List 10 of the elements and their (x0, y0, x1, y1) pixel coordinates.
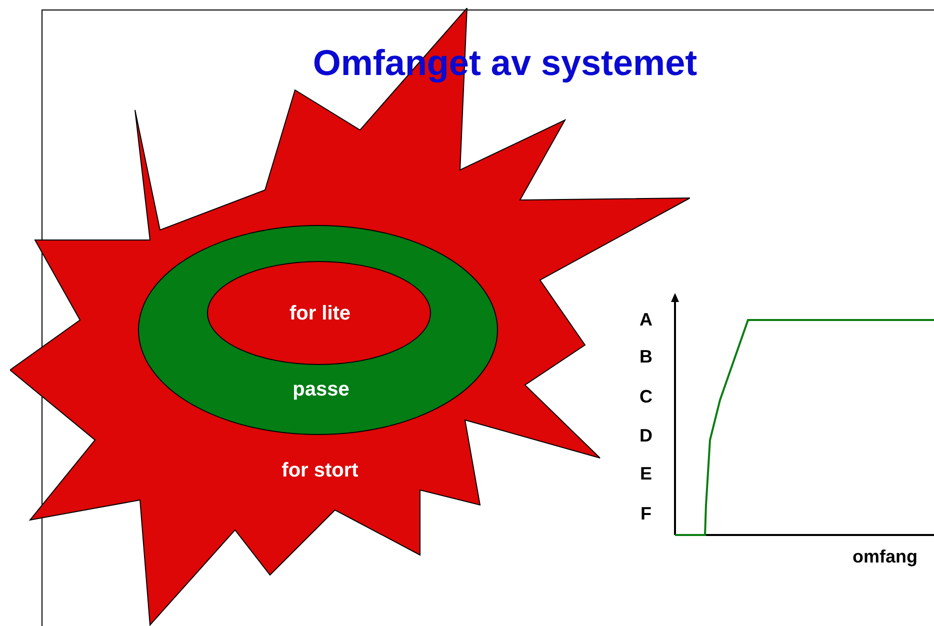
axis-title: omfang (852, 546, 918, 568)
axis-tick-label: C (640, 386, 652, 408)
axis-tick-label: E (640, 464, 652, 484)
zone-label: for stort (282, 460, 358, 482)
axis-tick-label: D (640, 426, 652, 446)
axis-tick-label: A (640, 310, 652, 330)
zone-label: for lite (289, 302, 351, 326)
zone-label: passe (292, 378, 350, 402)
axis-tick-label: F (640, 504, 652, 524)
axis-tick-label: B (640, 346, 652, 368)
